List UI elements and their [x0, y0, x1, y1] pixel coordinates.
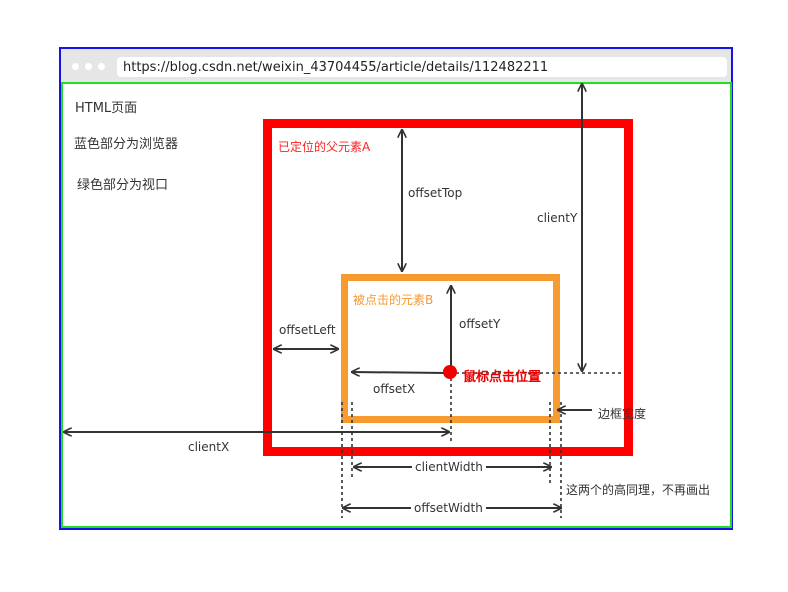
offset-top-label: offsetTop	[408, 186, 463, 200]
offset-y-label: offsetY	[459, 317, 501, 331]
clicked-element-b	[341, 274, 560, 423]
viewport-legend-label: 绿色部分为视口	[77, 178, 169, 193]
child-box-label: 被点击的元素B	[353, 293, 434, 307]
viewport-frame	[61, 82, 732, 528]
height-note-label: 这两个的高同理，不再画出	[566, 483, 711, 497]
offset-left-label: offsetLeft	[279, 323, 336, 337]
mouse-position-label: 鼠标点击位置	[463, 370, 542, 385]
address-bar[interactable]	[117, 57, 727, 77]
address-url: https://blog.csdn.net/weixin_43704455/ar…	[123, 60, 549, 75]
offset-x-arrow	[352, 372, 448, 373]
parent-box-label: 已定位的父元素A	[278, 140, 371, 154]
window-dot-icon	[98, 63, 105, 70]
client-y-label: clientY	[537, 211, 578, 225]
client-x-label: clientX	[188, 440, 230, 454]
parent-element-a	[263, 119, 633, 456]
window-dot-icon	[72, 63, 79, 70]
client-width-label: clientWidth	[412, 460, 486, 474]
window-dot-icon	[85, 63, 92, 70]
html-page-label: HTML页面	[75, 101, 138, 116]
mouse-click-point	[443, 365, 457, 379]
browser-frame	[59, 47, 733, 530]
offset-width-label: offsetWidth	[411, 501, 486, 515]
offset-x-label: offsetX	[373, 382, 416, 396]
browser-legend-label: 蓝色部分为浏览器	[74, 137, 179, 152]
border-width-label: 边框宽度	[598, 407, 647, 421]
